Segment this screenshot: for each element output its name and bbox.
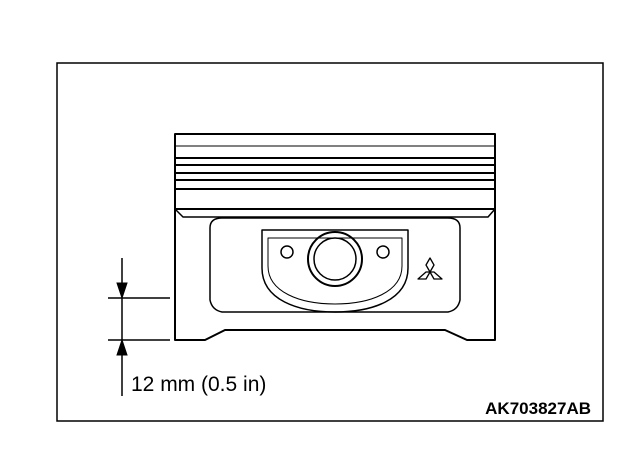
- mitsubishi-three-diamond-icon: [417, 257, 443, 280]
- pin-boss-inner: [267, 237, 403, 305]
- arrow-head-down: [116, 282, 128, 300]
- oil-ring-groove: [174, 208, 496, 218]
- measurement-label: 12 mm (0.5 in): [131, 373, 266, 396]
- reference-code: AK703827AB: [485, 399, 591, 418]
- measurement-dimension: [108, 258, 170, 396]
- piston-skirt-outline: [174, 209, 496, 341]
- figure-frame: [56, 62, 604, 422]
- piston-pin-bore-inner: [313, 237, 357, 281]
- piston-ring-lands: [174, 133, 496, 210]
- pin-boss-lug-left: [280, 245, 294, 259]
- piston-skirt-recess: [209, 217, 461, 313]
- pin-boss-lug-right: [376, 245, 390, 259]
- piston-pin-bore-outer: [307, 231, 363, 287]
- piston: [174, 133, 496, 341]
- pin-boss-outer: [261, 229, 409, 313]
